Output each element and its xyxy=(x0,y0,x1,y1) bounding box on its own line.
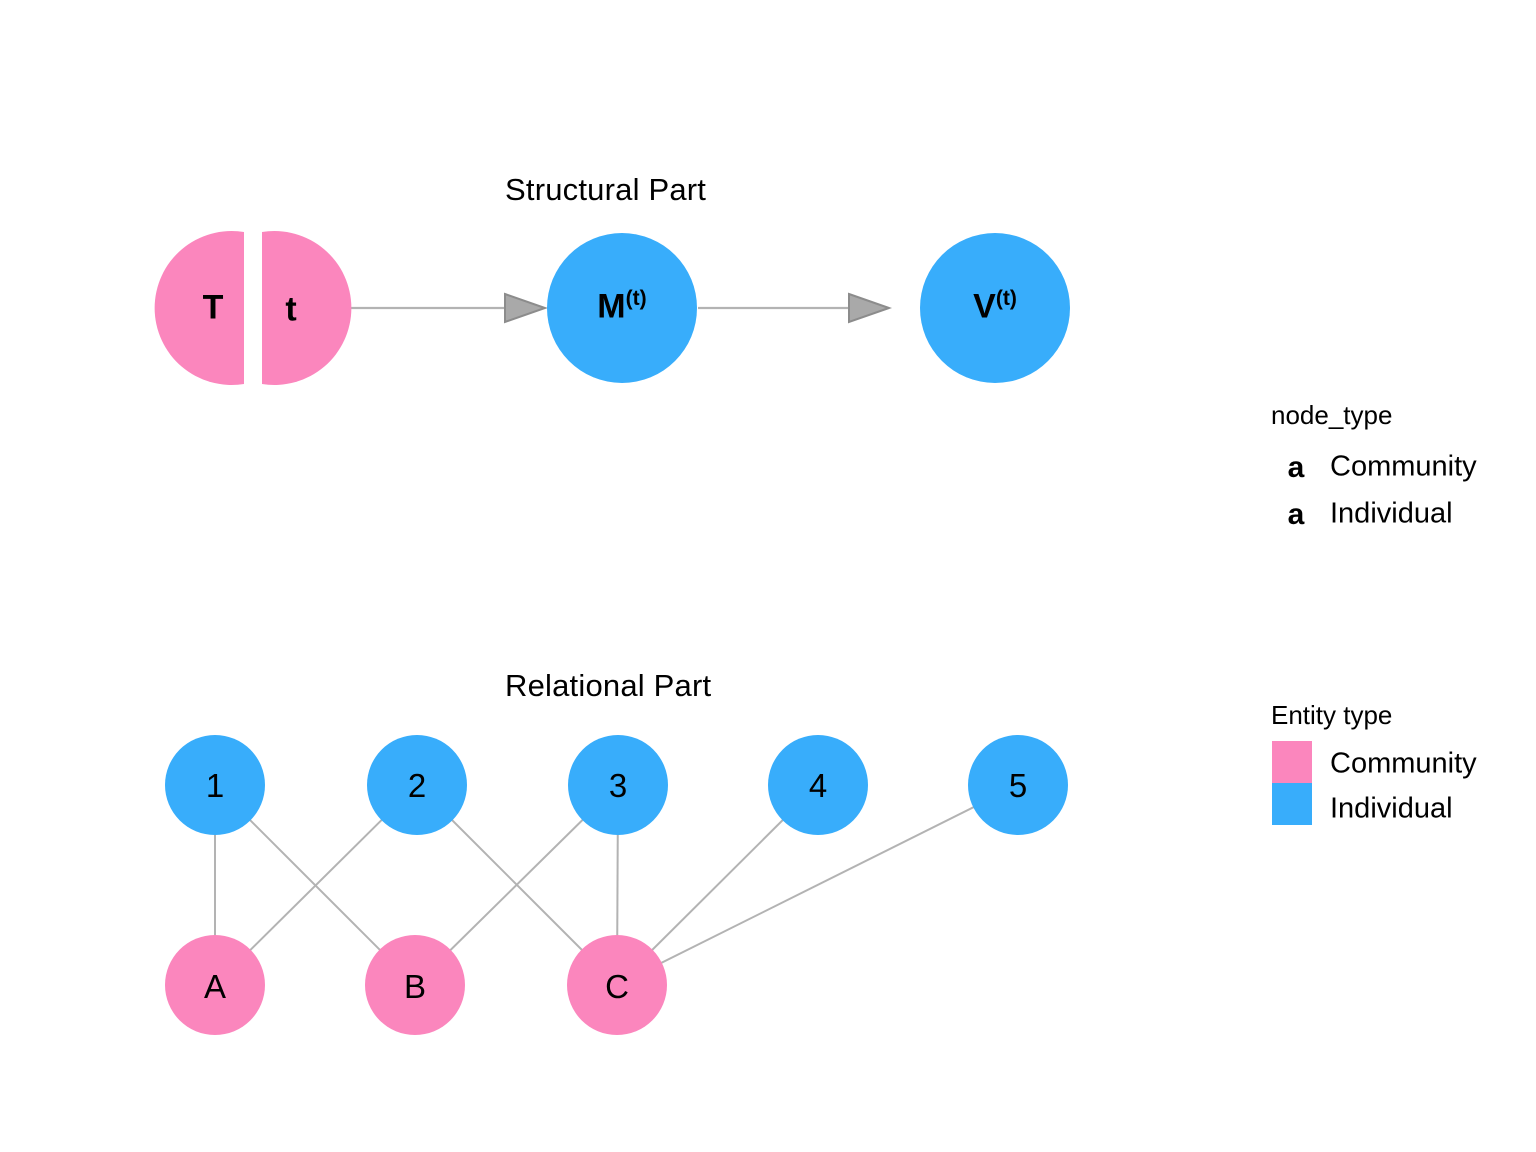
legend-entity-type-label-individual[interactable]: Individual xyxy=(1330,792,1453,825)
structural-node-M[interactable] xyxy=(547,233,697,383)
relational-edge-5-C xyxy=(616,784,1019,986)
relational-node-B[interactable] xyxy=(365,935,465,1035)
structural-part-title: Structural Part xyxy=(505,172,707,207)
relational-node-4[interactable] xyxy=(768,735,868,835)
structural-node-Tt[interactable] xyxy=(154,231,352,385)
legend-entity-type-title: Entity type xyxy=(1271,700,1393,730)
legend-node-type-label-individual[interactable]: Individual xyxy=(1330,497,1453,530)
relational-node-C[interactable] xyxy=(567,935,667,1035)
legend-entity-type-swatch-individual[interactable] xyxy=(1272,783,1312,825)
legend-node-type-title: node_type xyxy=(1271,400,1393,430)
relational-node-2[interactable] xyxy=(367,735,467,835)
relational-node-5[interactable] xyxy=(968,735,1068,835)
legend-entity-type-swatch-community[interactable] xyxy=(1272,741,1312,783)
relational-node-3[interactable] xyxy=(568,735,668,835)
structural-node-V[interactable] xyxy=(920,233,1070,383)
legend-node-type-glyph-community: a xyxy=(1287,451,1305,484)
relational-node-A[interactable] xyxy=(165,935,265,1035)
structural-edge-Tt-M xyxy=(338,292,549,324)
relational-part-title: Relational Part xyxy=(505,668,712,703)
structural-edge-M-V xyxy=(698,292,893,324)
relational-node-1[interactable] xyxy=(165,735,265,835)
legend-entity-type-label-community[interactable]: Community xyxy=(1330,747,1477,780)
legend-node-type-glyph-individual: a xyxy=(1287,498,1305,531)
legend-node-type-label-community[interactable]: Community xyxy=(1330,450,1477,483)
